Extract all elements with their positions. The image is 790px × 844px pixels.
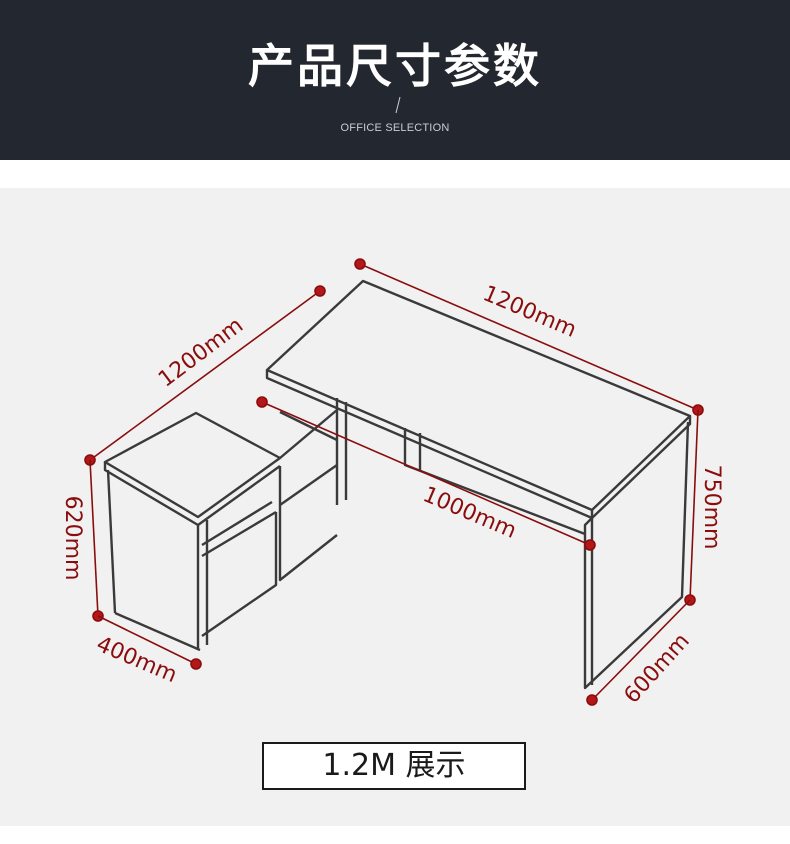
cabinet-top: [103, 411, 282, 519]
dim-label-desk-height: 750mm: [699, 465, 724, 550]
dim-line-left-depth: [89, 290, 321, 461]
dim-label-cabinet-height: 620mm: [60, 496, 85, 581]
dim-point: [586, 694, 598, 706]
dim-line-top-width: [359, 263, 699, 411]
dim-label-cabinet-depth: 400mm: [93, 632, 181, 688]
dim-label-desk-length: 1000mm: [419, 482, 520, 544]
dim-point: [256, 396, 268, 408]
dim-point: [190, 658, 202, 670]
dim-point: [314, 285, 326, 297]
dimension-lines: [84, 258, 704, 706]
dim-line-desk-length: [261, 401, 591, 546]
dim-label-left-depth: 1200mm: [154, 313, 248, 392]
dim-line-cabinet-height: [89, 459, 99, 617]
dim-label-top-width: 1200mm: [479, 281, 580, 343]
page-subtitle: OFFICE SELECTION: [340, 122, 450, 134]
caption-box: 1.2M 展示: [262, 742, 526, 790]
page-title: 产品尺寸参数: [248, 39, 542, 93]
desk-outline: [103, 279, 692, 690]
header-banner: 产品尺寸参数 OFFICE SELECTION: [0, 0, 790, 160]
dim-point: [354, 258, 366, 270]
dim-label-desk-depth: 600mm: [619, 629, 694, 709]
dim-line-desk-depth: [591, 599, 691, 701]
dim-line-desk-height: [689, 409, 699, 601]
slash-divider-icon: [395, 96, 401, 114]
dim-point: [584, 539, 596, 551]
dim-line-cabinet-depth: [97, 615, 197, 665]
